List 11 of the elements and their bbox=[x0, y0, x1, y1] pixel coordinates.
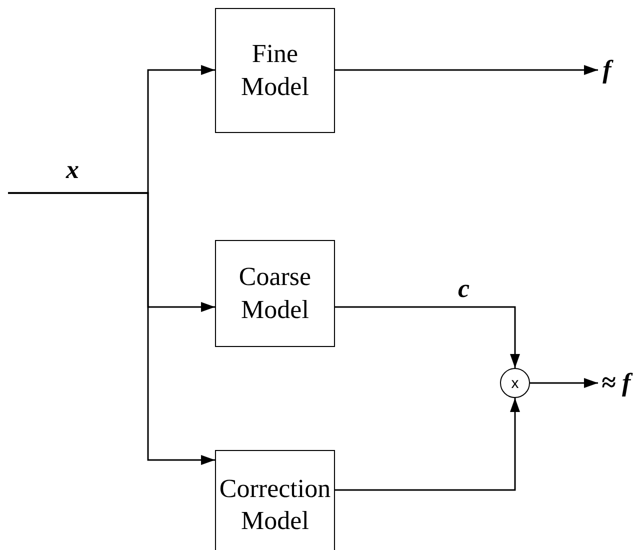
process-box: Correction Model bbox=[215, 450, 335, 550]
multiply-circle: x bbox=[500, 368, 530, 398]
arrow bbox=[335, 398, 520, 491]
arrow bbox=[335, 306, 520, 368]
output-label: ≈ f bbox=[598, 368, 634, 398]
arrow bbox=[8, 192, 215, 465]
arrow bbox=[530, 378, 598, 388]
arrow bbox=[335, 65, 598, 75]
output-label: f bbox=[598, 55, 616, 85]
process-box: Fine Model bbox=[215, 8, 335, 133]
process-box: Coarse Model bbox=[215, 240, 335, 347]
